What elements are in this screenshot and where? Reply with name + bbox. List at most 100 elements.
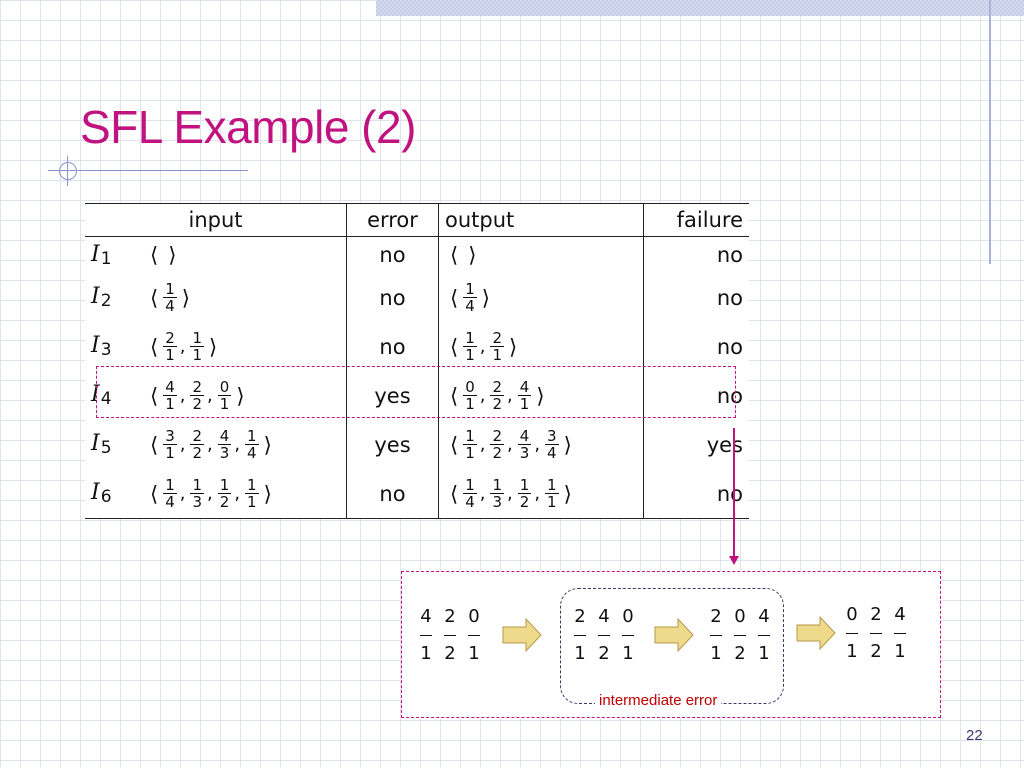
right-angle-bracket: ⟩ <box>236 383 245 408</box>
fraction-denominator: 1 <box>492 346 503 364</box>
sequence-denominator: 1 <box>468 643 480 664</box>
sequence-denominator: 1 <box>894 641 906 662</box>
left-angle-bracket: ⟨ <box>150 243 159 267</box>
fraction-bar <box>846 633 858 634</box>
sequence-denominator: 1 <box>420 643 432 664</box>
sequence-denominator: 1 <box>846 641 858 662</box>
comma: , <box>507 483 513 504</box>
fraction-numerator: 0 <box>463 378 477 396</box>
slide-title: SFL Example (2) <box>80 101 416 153</box>
fraction-denominator: 1 <box>519 395 530 413</box>
row-id-letter: I <box>91 431 100 456</box>
fraction-denominator: 3 <box>519 444 530 462</box>
fraction-denominator: 2 <box>219 493 230 511</box>
fraction-numerator: 2 <box>190 378 205 396</box>
header-error: error <box>346 203 439 237</box>
fraction-numerator: 1 <box>217 476 232 494</box>
fraction-bar <box>622 635 634 636</box>
left-angle-bracket: ⟨ <box>450 243 459 267</box>
fraction-denominator: 1 <box>465 444 475 462</box>
row-id-letter: I <box>91 480 100 505</box>
step-arrow-icon <box>502 618 542 652</box>
fraction-numerator: 2 <box>490 329 505 347</box>
failure-cell: no <box>643 469 749 519</box>
row-id-cell: I4 <box>85 371 139 420</box>
left-angle-bracket: ⟨ <box>450 285 459 310</box>
fraction-denominator: 2 <box>492 395 503 413</box>
fraction-numerator: 1 <box>245 427 259 445</box>
row-id-subscript: 2 <box>100 291 112 311</box>
fraction-bar <box>420 635 432 636</box>
row-id-subscript: 5 <box>100 438 112 458</box>
fraction-bar <box>468 635 480 636</box>
fraction-numerator: 1 <box>245 476 259 494</box>
comma: , <box>479 336 486 357</box>
comma: , <box>534 434 541 455</box>
comma: , <box>479 434 486 455</box>
comma: , <box>179 483 186 504</box>
comma: , <box>479 385 486 406</box>
fraction-bar <box>870 633 882 634</box>
fraction-denominator: 2 <box>492 444 503 462</box>
comma: , <box>179 434 186 455</box>
comma: , <box>507 434 513 455</box>
failure-cell: no <box>643 371 749 420</box>
fraction-numerator: 2 <box>490 427 505 445</box>
output-cell: ⟨⟩ <box>438 236 644 273</box>
fraction-denominator: 1 <box>465 346 475 364</box>
sequence-numerator: 0 <box>846 604 858 625</box>
comma: , <box>207 483 213 504</box>
fraction-bar <box>894 633 906 634</box>
fraction-numerator: 1 <box>163 280 177 298</box>
fraction-denominator: 4 <box>465 297 475 315</box>
fraction-denominator: 4 <box>165 493 175 511</box>
sequence-denominator: 2 <box>444 643 456 664</box>
left-angle-bracket: ⟨ <box>150 285 159 310</box>
fraction-denominator: 3 <box>219 444 230 462</box>
comma: , <box>507 385 513 406</box>
sequence-numerator: 2 <box>870 604 882 625</box>
row-id-letter: I <box>91 284 100 309</box>
fraction-numerator: 1 <box>463 280 477 298</box>
row-id-subscript: 4 <box>100 389 112 409</box>
right-angle-bracket: ⟩ <box>509 334 518 359</box>
step-arrow-icon <box>654 618 694 652</box>
table-header-row: input error output failure <box>85 203 749 237</box>
fraction-denominator: 4 <box>465 493 475 511</box>
row-id-cell: I5 <box>85 420 139 469</box>
failure-cell: no <box>643 273 749 322</box>
sequence-numerator: 2 <box>710 606 722 627</box>
fraction-denominator: 1 <box>465 395 475 413</box>
right-angle-bracket: ⟩ <box>481 285 490 310</box>
comma: , <box>179 336 186 357</box>
error-cell: no <box>346 469 439 519</box>
fraction-bar <box>710 635 722 636</box>
